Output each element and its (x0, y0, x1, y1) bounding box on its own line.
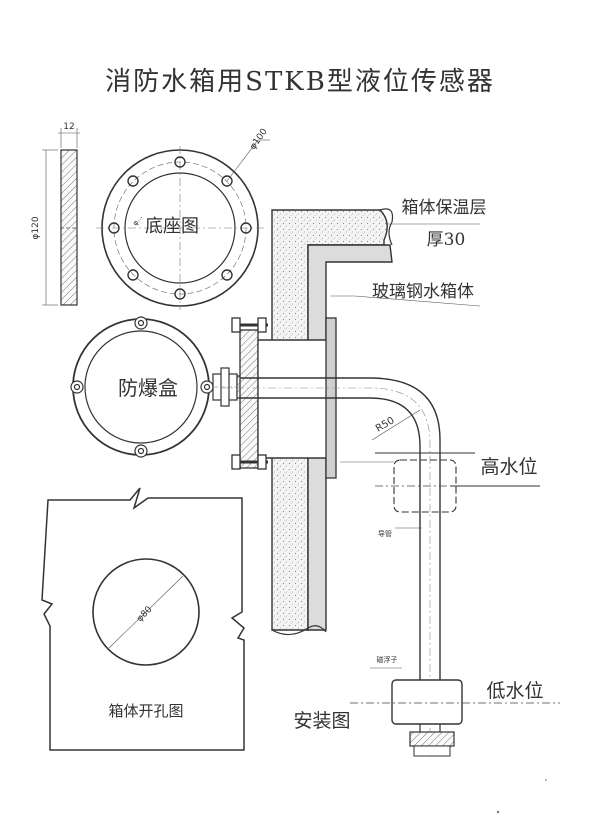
base-flange-view (96, 139, 270, 310)
explosion-box-label: 防爆盒 (118, 376, 178, 400)
high-level-label: 高水位 (480, 456, 537, 478)
base-view-label: 底座图 (145, 216, 199, 237)
install-view-label: 安装图 (293, 710, 350, 732)
base-side-profile (42, 128, 80, 306)
high-level-float (393, 459, 457, 513)
low-level-float (391, 679, 463, 725)
base-height-dimension: φ120 (31, 216, 41, 239)
insulation-thickness: 厚30 (427, 230, 466, 250)
frp-tank-label: 玻璃钢水箱体 (372, 282, 474, 302)
page-title: 消防水箱用STKB型液位传感器 (105, 67, 495, 97)
base-outer-dimension: φ100 (248, 127, 270, 152)
float-label: 磁浮子 (377, 655, 398, 664)
base-thickness-dimension: 12 (63, 122, 74, 132)
guide-tube-label: 导管 (378, 529, 392, 538)
tank-hole-label: 箱体开孔图 (108, 702, 183, 720)
tank-hole-view (41, 487, 245, 751)
base-inner-dimension: φ... (131, 213, 144, 227)
insulation-label: 箱体保温层 (402, 198, 487, 218)
explosion-box (70, 316, 214, 458)
low-level-label: 低水位 (486, 680, 543, 702)
sensor-tube (220, 377, 441, 760)
